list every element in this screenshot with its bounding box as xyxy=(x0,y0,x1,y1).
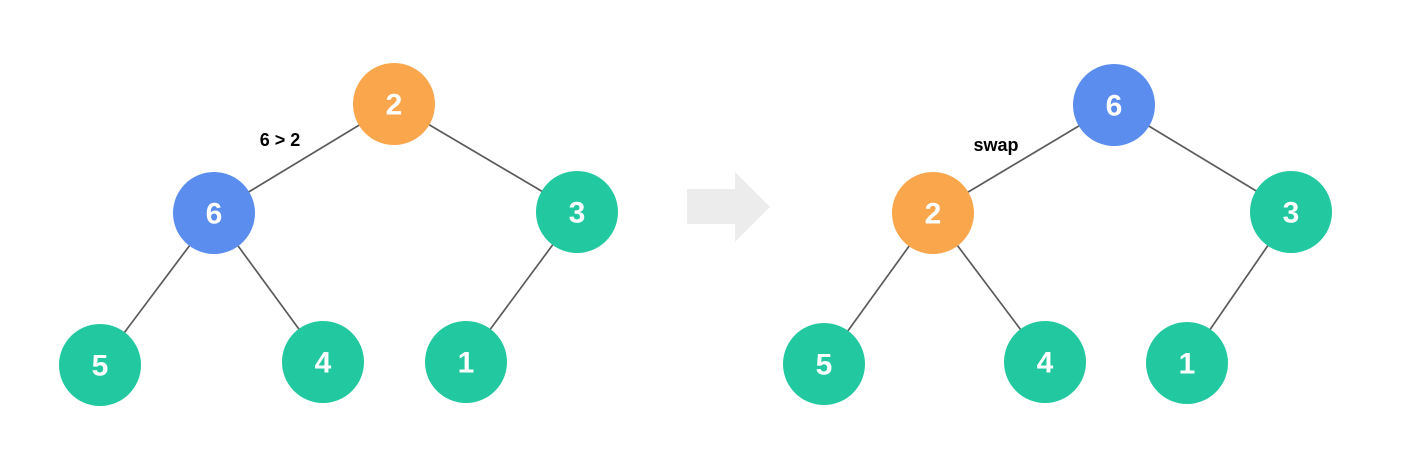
node-value: 1 xyxy=(458,347,475,380)
node-value: 3 xyxy=(569,197,586,230)
tree-node-5: 5 xyxy=(783,323,865,405)
tree-node-5: 5 xyxy=(59,324,141,406)
tree-node-6: 6 xyxy=(1073,64,1155,146)
tree-before-swap: 2 6 3 5 4 1 6 > 2 xyxy=(59,63,618,406)
node-circle-green xyxy=(1004,321,1086,403)
node-circle-green xyxy=(536,171,618,253)
edge-annotation: swap xyxy=(973,135,1018,155)
node-circle-green xyxy=(783,323,865,405)
node-circle-orange xyxy=(353,63,435,145)
node-value: 2 xyxy=(925,198,942,231)
tree-node-4: 4 xyxy=(282,321,364,403)
tree-node-2: 2 xyxy=(892,172,974,254)
node-circle-green xyxy=(282,321,364,403)
node-circle-green xyxy=(1250,171,1332,253)
tree-node-1: 1 xyxy=(1146,322,1228,404)
node-value: 3 xyxy=(1283,197,1300,230)
node-value: 1 xyxy=(1179,348,1196,381)
tree-node-6: 6 xyxy=(173,172,255,254)
node-value: 6 xyxy=(206,198,223,231)
node-value: 4 xyxy=(315,347,332,380)
node-circle-blue xyxy=(173,172,255,254)
node-value: 4 xyxy=(1037,347,1054,380)
tree-after-swap: 6 2 3 5 4 1 swap xyxy=(783,64,1332,405)
tree-node-1: 1 xyxy=(425,321,507,403)
tree-node-3: 3 xyxy=(1250,171,1332,253)
tree-node-2: 2 xyxy=(353,63,435,145)
node-value: 5 xyxy=(816,349,833,382)
node-value: 6 xyxy=(1106,90,1123,123)
tree-node-4: 4 xyxy=(1004,321,1086,403)
edge-annotation: 6 > 2 xyxy=(260,130,301,150)
node-circle-green xyxy=(59,324,141,406)
tree-node-3: 3 xyxy=(536,171,618,253)
node-value: 5 xyxy=(92,350,109,383)
node-circle-orange xyxy=(892,172,974,254)
transition-arrow-icon xyxy=(687,172,770,242)
node-circle-blue xyxy=(1073,64,1155,146)
node-circle-green xyxy=(1146,322,1228,404)
node-value: 2 xyxy=(386,89,403,122)
node-circle-green xyxy=(425,321,507,403)
